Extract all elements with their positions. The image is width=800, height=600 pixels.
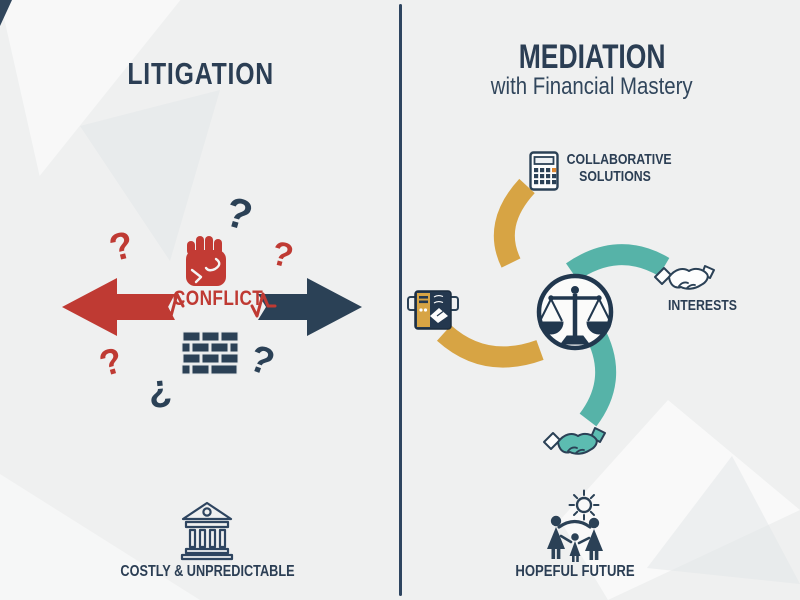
conflict-zigzag-left xyxy=(157,292,185,318)
handshake-icon xyxy=(654,265,715,290)
mediation-pinwheel xyxy=(436,178,670,427)
courthouse-icon xyxy=(180,501,234,561)
mediation-title-text: MEDIATION xyxy=(518,38,666,76)
red-arrow-left xyxy=(62,278,175,336)
brick-wall-icon xyxy=(181,331,239,375)
raised-fist-icon xyxy=(186,236,226,286)
litigation-title: LITIGATION xyxy=(0,56,402,92)
litigation-title-text: LITIGATION xyxy=(127,56,275,91)
question-mark-inverted: ¿ xyxy=(145,366,174,412)
mediation-subtitle: with Financial Mastery xyxy=(491,73,693,100)
conflict-label: CONFLICT xyxy=(172,287,264,310)
arc-gold-top xyxy=(493,178,535,268)
question-mark: ? xyxy=(220,187,258,240)
scales-of-justice-icon xyxy=(538,286,612,345)
question-mark: ? xyxy=(105,223,138,271)
navy-arrow-right xyxy=(258,278,362,336)
background-facet xyxy=(80,90,220,261)
background-facet xyxy=(0,0,12,26)
opposing-arrows-icon xyxy=(62,278,362,336)
handshake-teal-icon xyxy=(543,427,606,455)
mediation-title: MEDIATION xyxy=(404,38,780,77)
scroll-agreement-icon xyxy=(407,290,459,330)
hopeful-future-label: HOPEFUL FUTURE xyxy=(515,563,635,580)
litigation-caption: COSTLY & UNPREDICTABLE xyxy=(120,563,295,580)
family-icon xyxy=(547,515,603,562)
background-facet xyxy=(0,0,181,176)
collaborative-solutions-label: COLLABORATIVE SOLUTIONS xyxy=(566,151,672,186)
calculator-icon xyxy=(529,151,559,191)
sun-icon xyxy=(568,489,600,521)
interests-label: INTERESTS xyxy=(667,297,738,314)
panel-divider xyxy=(399,4,402,596)
arc-teal-right xyxy=(566,244,670,281)
arc-gold-left xyxy=(436,324,544,368)
conflict-zigzag-right xyxy=(250,292,277,318)
